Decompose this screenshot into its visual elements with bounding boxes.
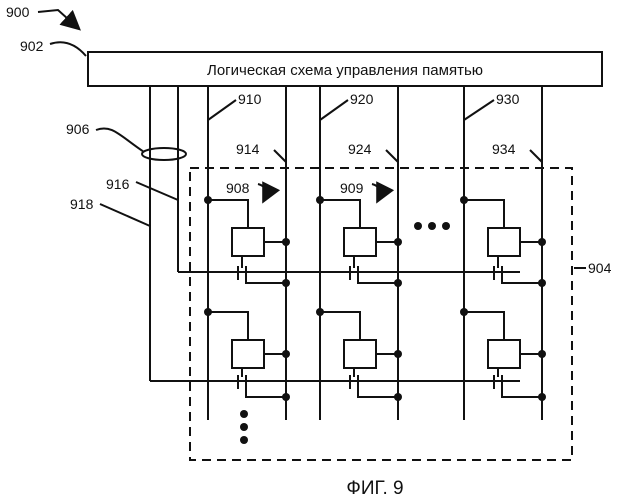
transistor-drain <box>502 389 542 397</box>
leader-906 <box>96 128 144 152</box>
controller-title: Логическая схема управления памятью <box>207 62 483 79</box>
junction-dot <box>282 393 290 401</box>
leader-910 <box>208 100 236 120</box>
junction-dot <box>394 393 402 401</box>
leader-924 <box>386 150 398 162</box>
label-934: 934 <box>492 141 516 157</box>
label-904: 904 <box>588 260 612 276</box>
memory-cells <box>204 196 546 401</box>
label-906: 906 <box>66 121 90 137</box>
memory-cell-box <box>488 228 520 256</box>
cell-wire-top <box>320 200 360 228</box>
cell-wire-top <box>464 312 504 340</box>
figure-caption: ФИГ. 9 <box>346 478 403 499</box>
memory-cell-box <box>344 340 376 368</box>
transistor-drain <box>358 280 398 283</box>
junction-dot <box>460 308 468 316</box>
arrow-908 <box>258 184 266 200</box>
junction-dot <box>394 238 402 246</box>
leader-920 <box>320 100 348 120</box>
label-918: 918 <box>70 196 94 212</box>
leader-930 <box>464 100 494 120</box>
leader-914 <box>274 150 286 162</box>
arrow-909 <box>372 184 380 200</box>
row-lines <box>150 86 240 381</box>
junction-dot <box>316 308 324 316</box>
junction-dot <box>394 279 402 287</box>
transistor-drain <box>358 389 398 397</box>
junction-dot <box>394 350 402 358</box>
leader-918 <box>100 204 150 226</box>
leader-916 <box>136 182 178 200</box>
ellipsis-horizontal <box>414 222 450 230</box>
label-930: 930 <box>496 91 520 107</box>
junction-dot <box>538 238 546 246</box>
cell-wire-top <box>464 200 504 228</box>
bundle-ellipse <box>142 148 186 160</box>
transistor-drain <box>502 280 542 283</box>
junction-dot <box>282 238 290 246</box>
label-909: 909 <box>340 180 364 196</box>
label-916: 916 <box>106 176 130 192</box>
memory-cell-box <box>344 228 376 256</box>
cell-wire-top <box>208 200 248 228</box>
label-924: 924 <box>348 141 372 157</box>
junction-dot <box>538 393 546 401</box>
label-902: 902 <box>20 38 44 54</box>
label-910: 910 <box>238 91 262 107</box>
memory-cell-box <box>488 340 520 368</box>
leader-902 <box>50 42 86 56</box>
label-900: 900 <box>6 4 30 20</box>
label-908: 908 <box>226 180 250 196</box>
junction-dot <box>460 196 468 204</box>
transistor-drain <box>246 389 286 397</box>
memory-cell-box <box>232 340 264 368</box>
arrow-900 <box>38 10 78 28</box>
label-914: 914 <box>236 141 260 157</box>
cell-wire-top <box>208 312 248 340</box>
junction-dot <box>538 350 546 358</box>
junction-dot <box>538 279 546 287</box>
transistor-drain <box>246 280 286 283</box>
junction-dot <box>204 196 212 204</box>
junction-dot <box>204 308 212 316</box>
ellipsis-vertical <box>240 410 248 444</box>
junction-dot <box>316 196 324 204</box>
junction-dot <box>282 279 290 287</box>
memory-cell-box <box>232 228 264 256</box>
cell-wire-top <box>320 312 360 340</box>
junction-dot <box>282 350 290 358</box>
leader-934 <box>530 150 542 162</box>
label-920: 920 <box>350 91 374 107</box>
